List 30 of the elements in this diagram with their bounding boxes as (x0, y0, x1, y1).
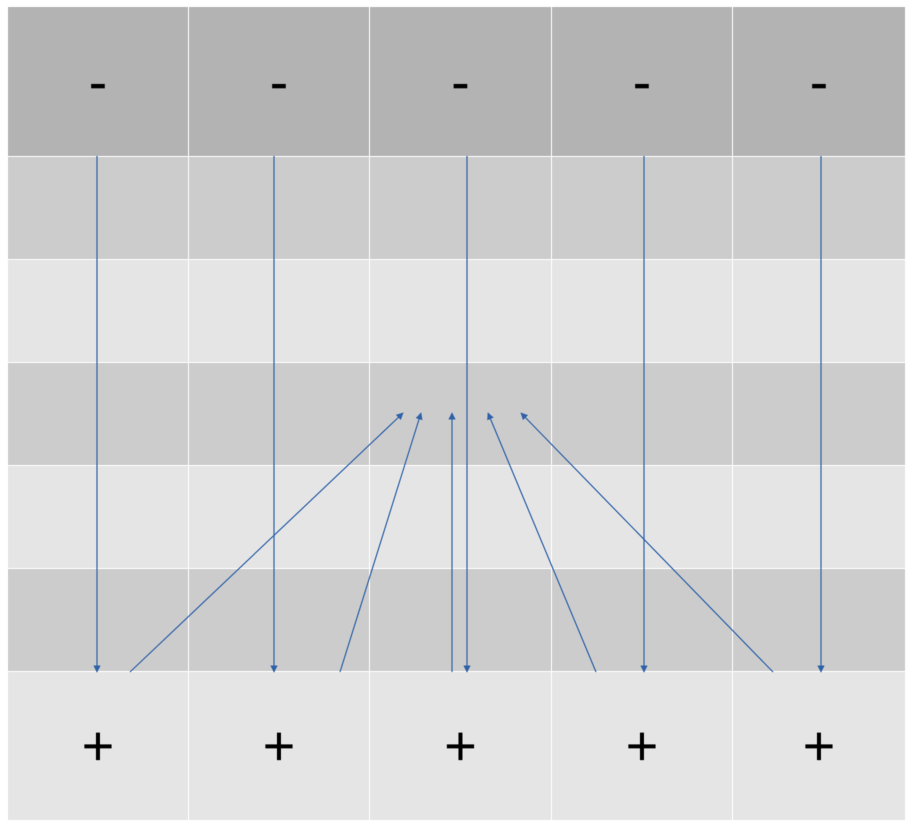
sign-label: - (451, 54, 470, 110)
table-cell (8, 7, 188, 156)
sign-label: + (626, 718, 658, 774)
arrow (520, 412, 774, 672)
table-cell (552, 672, 732, 820)
table-cell (370, 672, 551, 820)
arrow (130, 412, 404, 672)
table-cell (189, 7, 369, 156)
table-cell (189, 672, 369, 820)
arrow (93, 156, 101, 673)
arrow (270, 156, 278, 673)
arrow (640, 156, 648, 673)
arrow (817, 156, 825, 673)
arrow (339, 412, 422, 672)
sign-label: + (444, 718, 477, 774)
table-cell (552, 7, 732, 156)
sign-label: - (270, 54, 288, 110)
arrow (487, 412, 597, 672)
sign-label: + (802, 718, 836, 774)
sign-label: - (88, 54, 108, 110)
sign-label: + (262, 718, 296, 774)
table-cell (733, 672, 905, 820)
table-cell (370, 7, 551, 156)
sign-label: - (632, 54, 652, 110)
arrow (463, 156, 471, 673)
table-cell (733, 7, 905, 156)
arrow (448, 412, 456, 672)
table-cell (8, 672, 188, 820)
sign-label: + (82, 718, 114, 774)
sign-label: - (810, 54, 828, 110)
